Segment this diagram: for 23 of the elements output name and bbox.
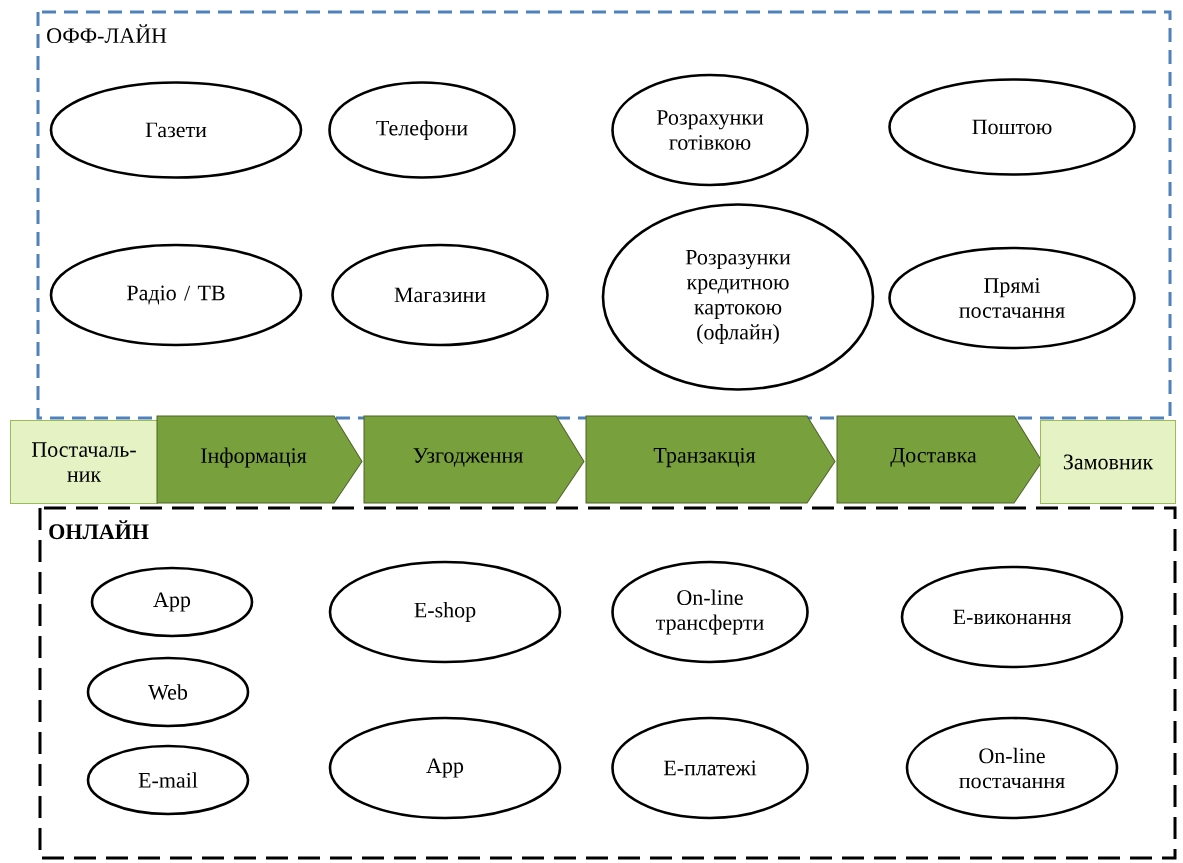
chevron-step: Інформація bbox=[156, 415, 363, 504]
ellipse-node: Розразунки кредитною картокою (офлайн) bbox=[601, 203, 875, 391]
ellipse-node: App bbox=[328, 716, 562, 820]
party-box: Постачаль- ник bbox=[10, 420, 158, 504]
chevron-step: Транзакція bbox=[585, 415, 836, 504]
ellipse-node: Прямі постачання bbox=[888, 246, 1136, 350]
chevron-step: Доставка bbox=[836, 415, 1043, 504]
ellipse-node: Поштою bbox=[888, 78, 1136, 176]
ellipse-node: Радіо / ТВ bbox=[49, 243, 303, 347]
ellipse-node: On-line трансферти bbox=[611, 560, 809, 664]
ellipse-node: E-shop bbox=[328, 560, 562, 664]
ellipse-node: Газети bbox=[49, 81, 303, 179]
party-box: Замовник bbox=[1040, 420, 1176, 504]
ellipse-node: Web bbox=[86, 656, 250, 728]
ellipse-node: App bbox=[90, 566, 254, 638]
ellipse-node: E-mail bbox=[86, 744, 250, 816]
ellipse-node: Магазини bbox=[331, 243, 549, 347]
ellipse-node: Телефони bbox=[328, 81, 516, 179]
ellipse-node: On-line постачання bbox=[905, 716, 1119, 820]
ellipse-node: Розрахунки готівкою bbox=[611, 73, 809, 187]
chevron-step: Узгодження bbox=[363, 415, 585, 504]
ellipse-node: E-виконання bbox=[900, 565, 1124, 669]
ellipse-node: E-платежі bbox=[611, 716, 809, 820]
